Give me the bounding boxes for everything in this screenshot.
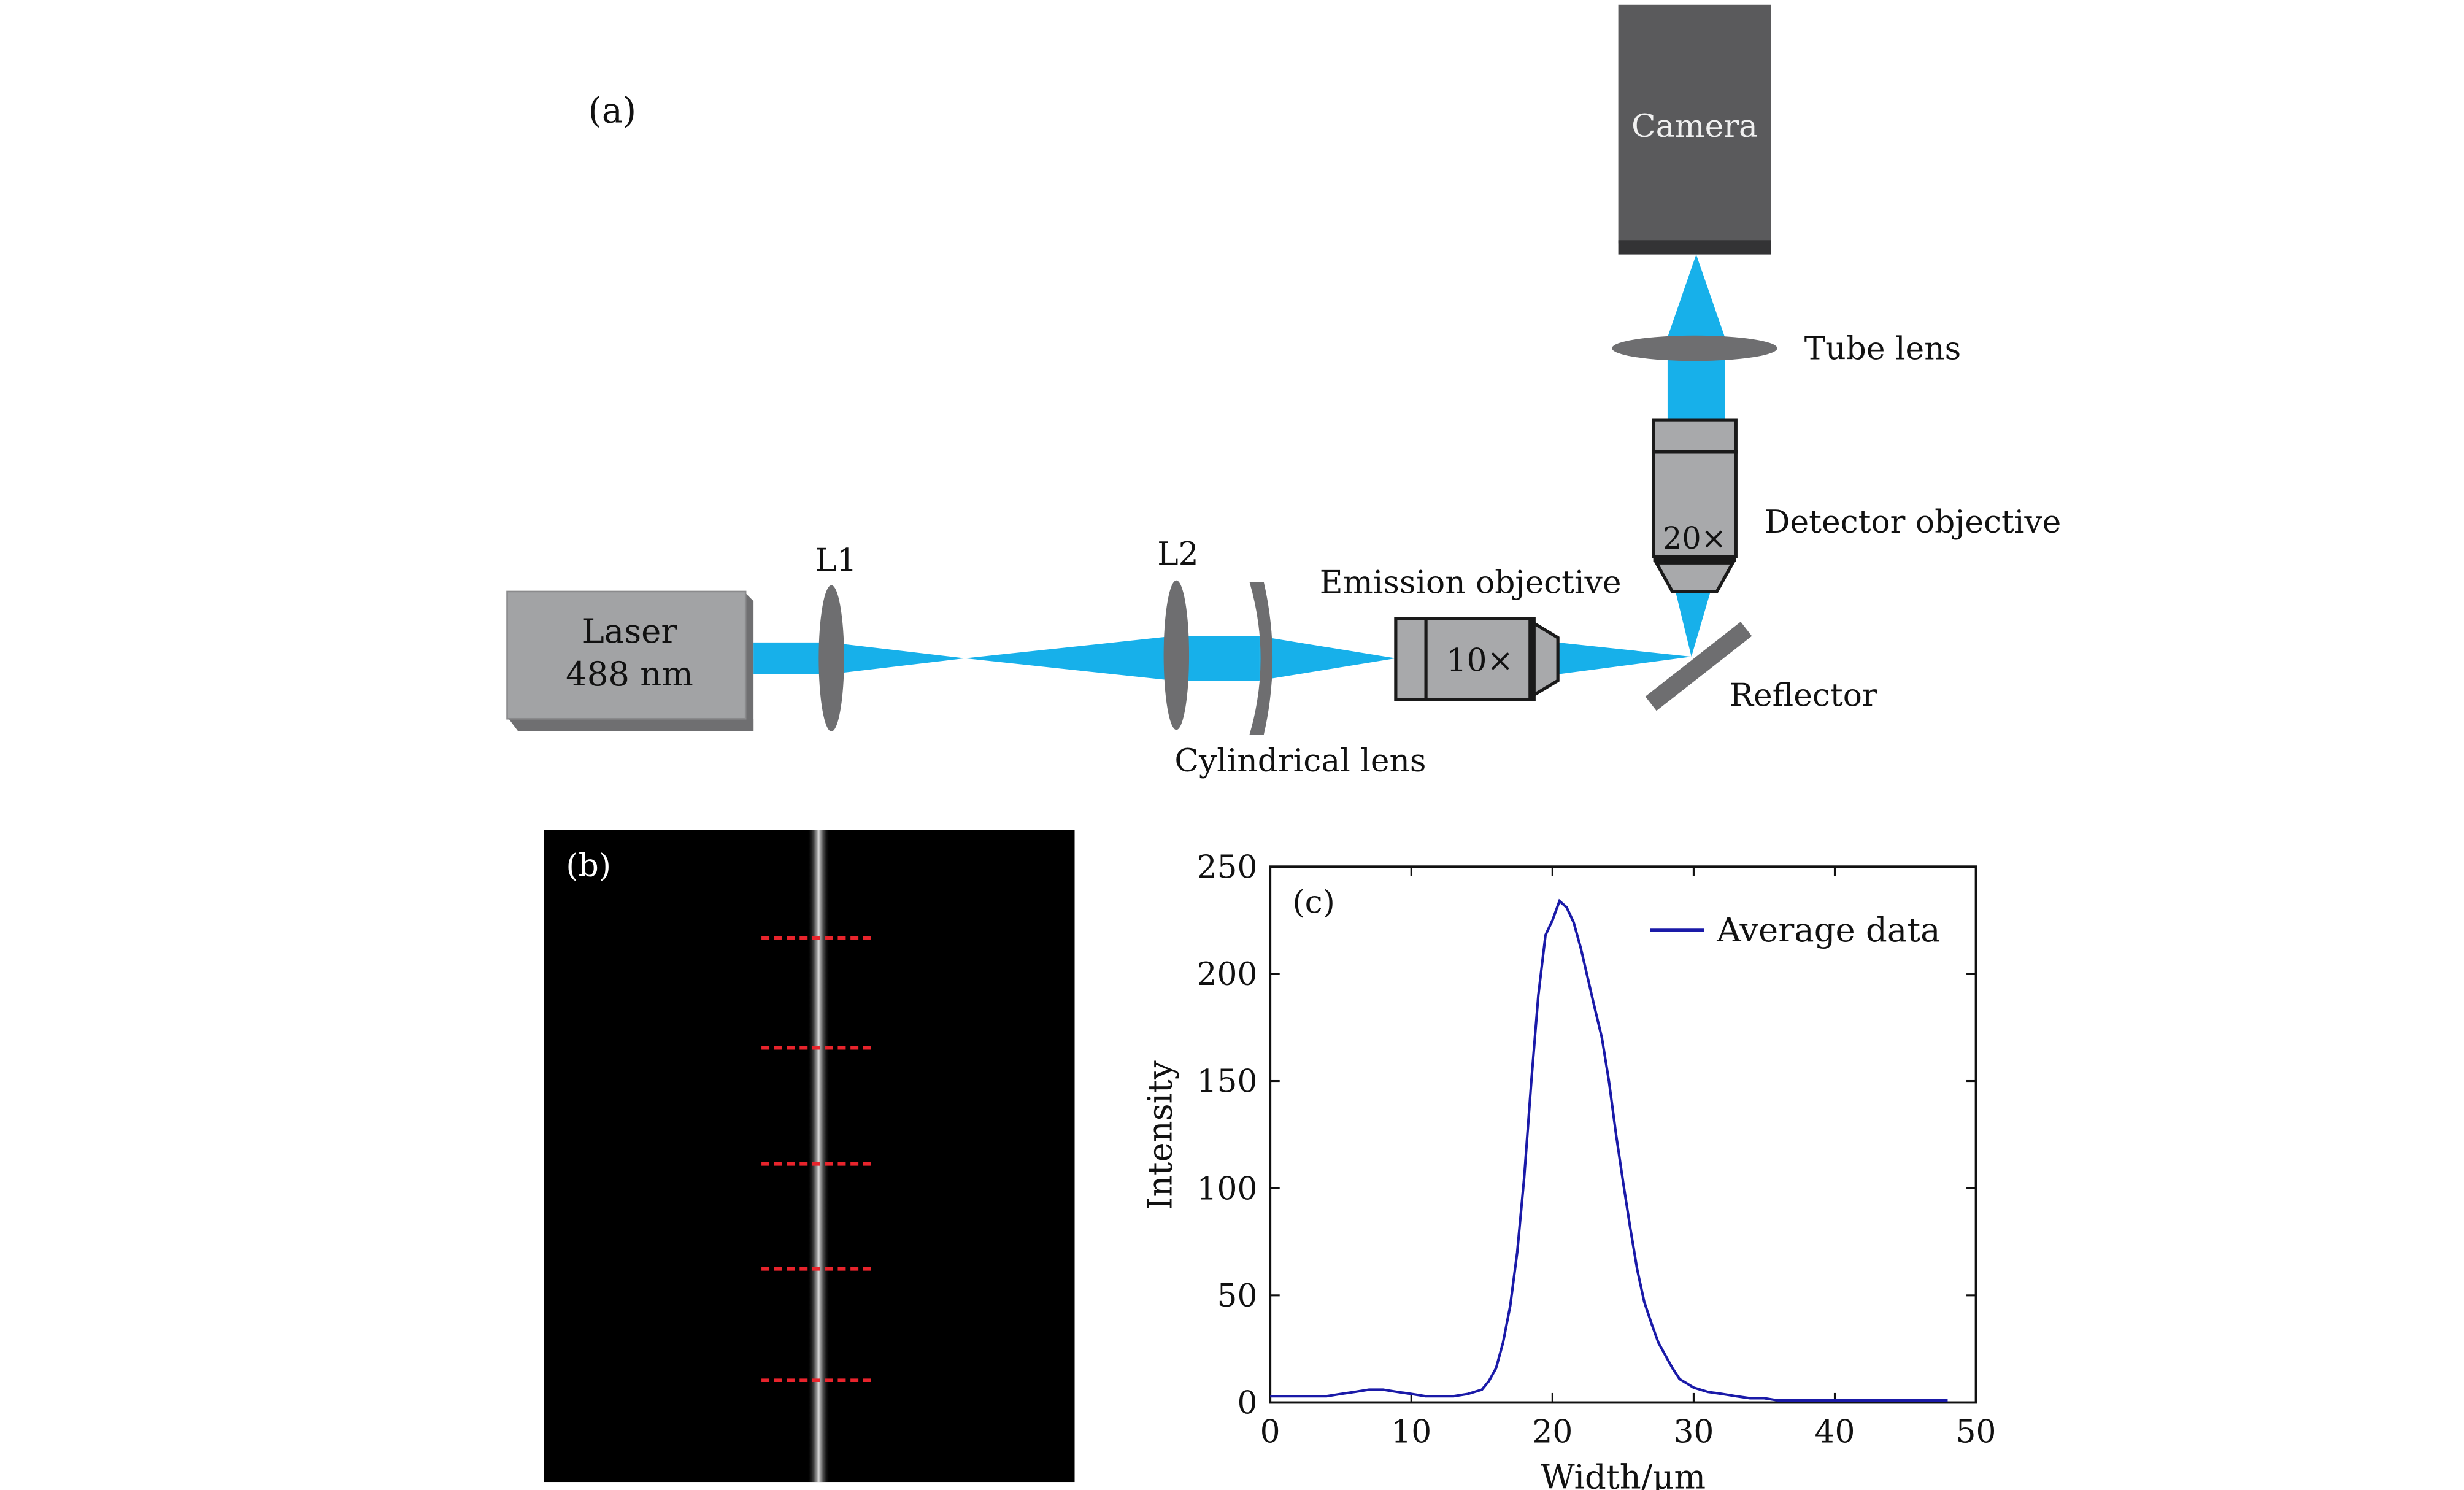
beam-objective-to-reflector: [1558, 642, 1692, 674]
y-tick-label: 200: [1197, 956, 1258, 993]
legend: Average data: [1650, 910, 1941, 949]
y-tick-label: 150: [1197, 1063, 1258, 1100]
beam-l2-to-cylindrical: [1173, 636, 1260, 681]
y-tick-label: 0: [1237, 1385, 1257, 1422]
panel-b: (b): [544, 830, 1075, 1483]
beam-laser-to-l1: [753, 642, 830, 674]
emission-magnification: 10×: [1447, 643, 1514, 679]
lens-l1: [818, 585, 844, 731]
light-sheet-stripe: [807, 830, 830, 1483]
panel-a-label: (a): [588, 91, 636, 131]
lens-l1-label: L1: [815, 542, 857, 579]
plot-frame: [1269, 865, 1977, 1404]
x-tick-label: 10: [1391, 1413, 1431, 1450]
series-line-average-data: [1270, 898, 1948, 1402]
emission-objective-label: Emission objective: [1320, 565, 1622, 601]
reflector-mirror: [1645, 622, 1752, 711]
lens-l2-label: L2: [1157, 536, 1198, 573]
beam-objective-to-tube-lens: [1667, 359, 1725, 423]
y-axis-label: Intensity: [1141, 1060, 1180, 1210]
cylindrical-lens-label: Cylindrical lens: [1174, 743, 1426, 779]
beam-reflector-to-detector: [1675, 591, 1711, 657]
detector-objective-label: Detector objective: [1765, 504, 2061, 541]
x-axis-label: Width/μm: [1541, 1457, 1706, 1490]
laser-wavelength: 488 nm: [566, 654, 693, 693]
detector-objective: 20×: [1652, 418, 1738, 593]
x-tick-label: 20: [1532, 1413, 1573, 1450]
reflector-label: Reflector: [1730, 677, 1877, 714]
tube-lens-label: Tube lens: [1804, 331, 1961, 368]
laser-source: Laser 488 nm: [506, 590, 754, 731]
y-tick-label: 100: [1197, 1170, 1258, 1207]
panel-c-label: (c): [1292, 884, 1334, 921]
panel-a: (a) Laser 488 nm L1 L2 Cylindrical lens: [506, 4, 2061, 779]
x-tick-label: 50: [1956, 1413, 1996, 1450]
camera-label: Camera: [1631, 108, 1758, 145]
cylindrical-lens: [1249, 582, 1273, 735]
axis-ticks: 0 10 20 30 40 50 0 50 100 150 200 250: [1197, 849, 1996, 1450]
x-tick-label: 30: [1673, 1413, 1714, 1450]
beam-tube-lens-to-camera: [1667, 254, 1725, 338]
lens-l2: [1163, 580, 1190, 730]
tube-lens: [1612, 335, 1777, 361]
emission-objective: 10×: [1394, 617, 1560, 701]
legend-label: Average data: [1716, 910, 1940, 949]
y-tick-label: 250: [1197, 849, 1258, 886]
y-tick-label: 50: [1217, 1278, 1258, 1314]
laser-label: Laser: [582, 611, 677, 650]
camera: Camera: [1618, 4, 1771, 255]
measurement-markers: [761, 936, 876, 1383]
panel-b-label: (b): [566, 847, 611, 884]
beam-cylindrical-to-objective: [1259, 636, 1396, 681]
x-tick-label: 0: [1260, 1413, 1280, 1450]
x-tick-label: 40: [1815, 1413, 1855, 1450]
beam-focus-to-l2: [964, 636, 1174, 681]
beam-l1-focus: [830, 642, 965, 674]
detector-magnification: 20×: [1663, 520, 1727, 556]
